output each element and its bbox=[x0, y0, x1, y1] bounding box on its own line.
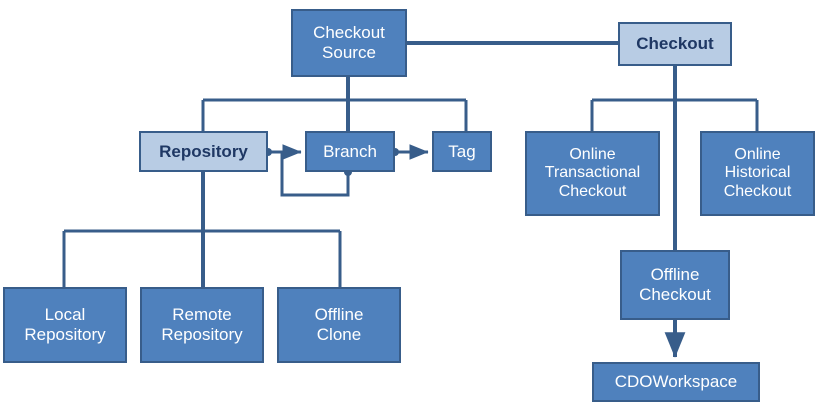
node-online-historical-checkout[interactable]: Online Historical Checkout bbox=[700, 131, 815, 216]
node-online-transactional-checkout-label: Online Transactional Checkout bbox=[544, 145, 641, 200]
node-remote-repository-label: Remote Repository bbox=[161, 305, 243, 344]
node-branch-label: Branch bbox=[323, 141, 377, 161]
node-offline-checkout-label: Offline Checkout bbox=[639, 265, 711, 304]
node-checkout[interactable]: Checkout bbox=[618, 22, 732, 66]
node-local-repository[interactable]: Local Repository bbox=[3, 287, 127, 363]
node-checkout-source-label: Checkout Source bbox=[313, 23, 385, 62]
node-online-historical-checkout-label: Online Historical Checkout bbox=[723, 145, 792, 200]
node-offline-clone-label: Offline Clone bbox=[314, 305, 364, 344]
node-tag-label: Tag bbox=[448, 141, 476, 161]
node-offline-clone[interactable]: Offline Clone bbox=[277, 287, 401, 363]
node-repository-label: Repository bbox=[159, 141, 248, 161]
node-cdoworkspace[interactable]: CDOWorkspace bbox=[592, 362, 760, 402]
node-tag[interactable]: Tag bbox=[432, 131, 492, 172]
node-remote-repository[interactable]: Remote Repository bbox=[140, 287, 264, 363]
node-repository[interactable]: Repository bbox=[139, 131, 268, 172]
node-checkout-label: Checkout bbox=[636, 34, 714, 54]
node-online-transactional-checkout[interactable]: Online Transactional Checkout bbox=[525, 131, 660, 216]
node-branch[interactable]: Branch bbox=[305, 131, 395, 172]
node-local-repository-label: Local Repository bbox=[24, 305, 106, 344]
node-offline-checkout[interactable]: Offline Checkout bbox=[620, 250, 730, 320]
node-cdoworkspace-label: CDOWorkspace bbox=[614, 372, 738, 392]
node-checkout-source[interactable]: Checkout Source bbox=[291, 9, 407, 77]
